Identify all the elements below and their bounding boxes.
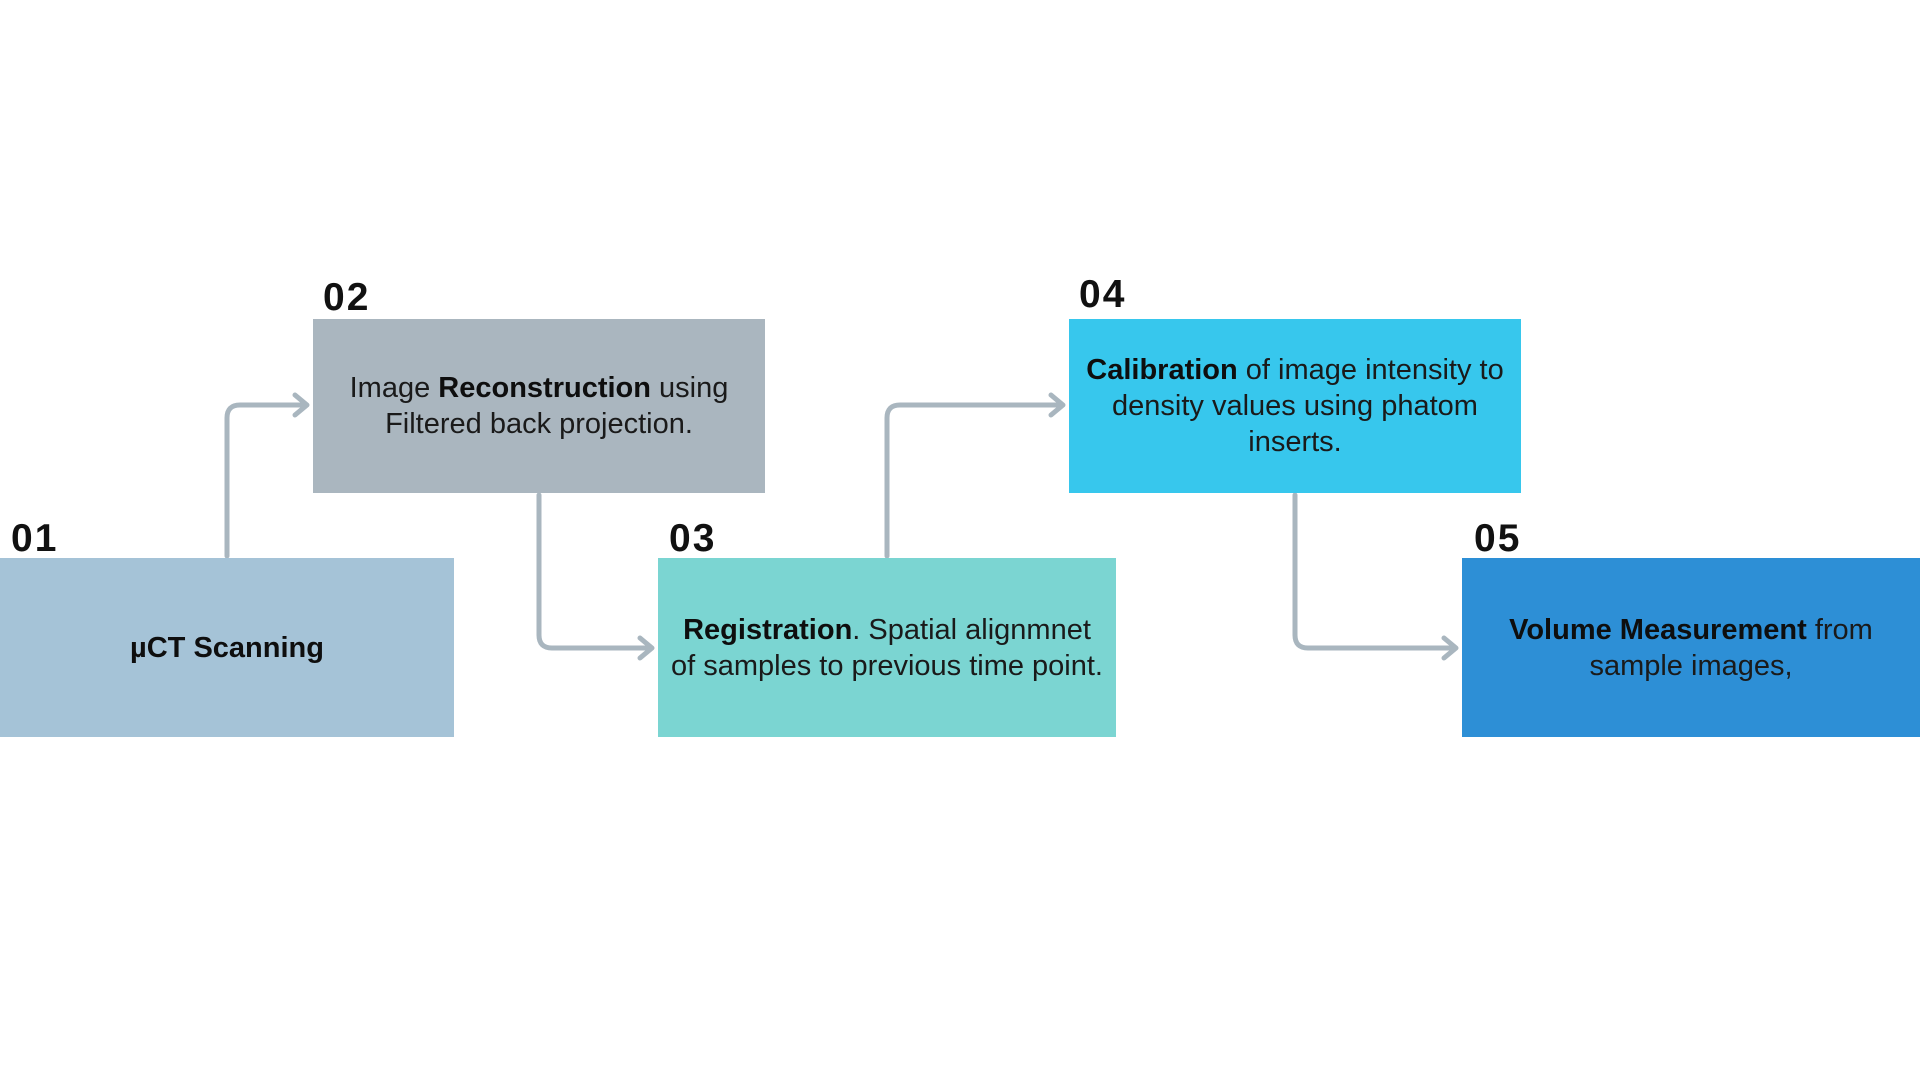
step-title-01: µCT Scanning [130, 631, 324, 664]
step-text-03: Registration. Spatial alignmnet of sampl… [668, 612, 1106, 684]
step-prefix-02: Image [349, 372, 439, 404]
connector-01-to-02 [224, 402, 308, 559]
step-title-05: Volume Measurement [1509, 613, 1807, 646]
step-number-04: 04 [1079, 273, 1127, 316]
arrowhead-02-to-03 [637, 635, 655, 661]
step-number-01: 01 [11, 517, 59, 560]
arrowhead-01-to-02 [292, 392, 310, 418]
connector-04-to-05 [1292, 492, 1457, 651]
step-description-05: from sample images, [1589, 613, 1873, 682]
step-text-05: Volume Measurement from sample images, [1472, 612, 1910, 684]
step-description-03: . Spatial alignmnet of samples to previo… [671, 613, 1103, 682]
connector-02-to-03 [536, 492, 653, 651]
step-text-02: Image Reconstruction using Filtered back… [323, 370, 755, 442]
connector-03-to-04 [884, 402, 1064, 559]
step-box-reconstruction: Image Reconstruction using Filtered back… [313, 319, 765, 493]
step-title-04: Calibration [1086, 354, 1238, 386]
step-box-registration: Registration. Spatial alignmnet of sampl… [658, 558, 1116, 737]
step-box-ct-scanning: µCT Scanning [0, 558, 454, 737]
step-text-04: Calibration of image intensity to densit… [1079, 352, 1511, 460]
arrowhead-03-to-04 [1048, 392, 1066, 418]
step-number-02: 02 [323, 276, 371, 319]
step-title-03: Registration [683, 613, 853, 646]
arrowhead-04-to-05 [1441, 635, 1459, 661]
step-number-05: 05 [1474, 517, 1522, 560]
step-box-calibration: Calibration of image intensity to densit… [1069, 319, 1521, 493]
step-description-04: of image intensity to density values usi… [1112, 354, 1504, 458]
step-text-01: µCT Scanning [130, 630, 324, 666]
step-box-volume-measurement: Volume Measurement from sample images, [1462, 558, 1920, 737]
step-title-02: Reconstruction [438, 372, 651, 404]
step-description-02: using Filtered back projection. [385, 372, 729, 440]
step-number-03: 03 [669, 517, 717, 560]
